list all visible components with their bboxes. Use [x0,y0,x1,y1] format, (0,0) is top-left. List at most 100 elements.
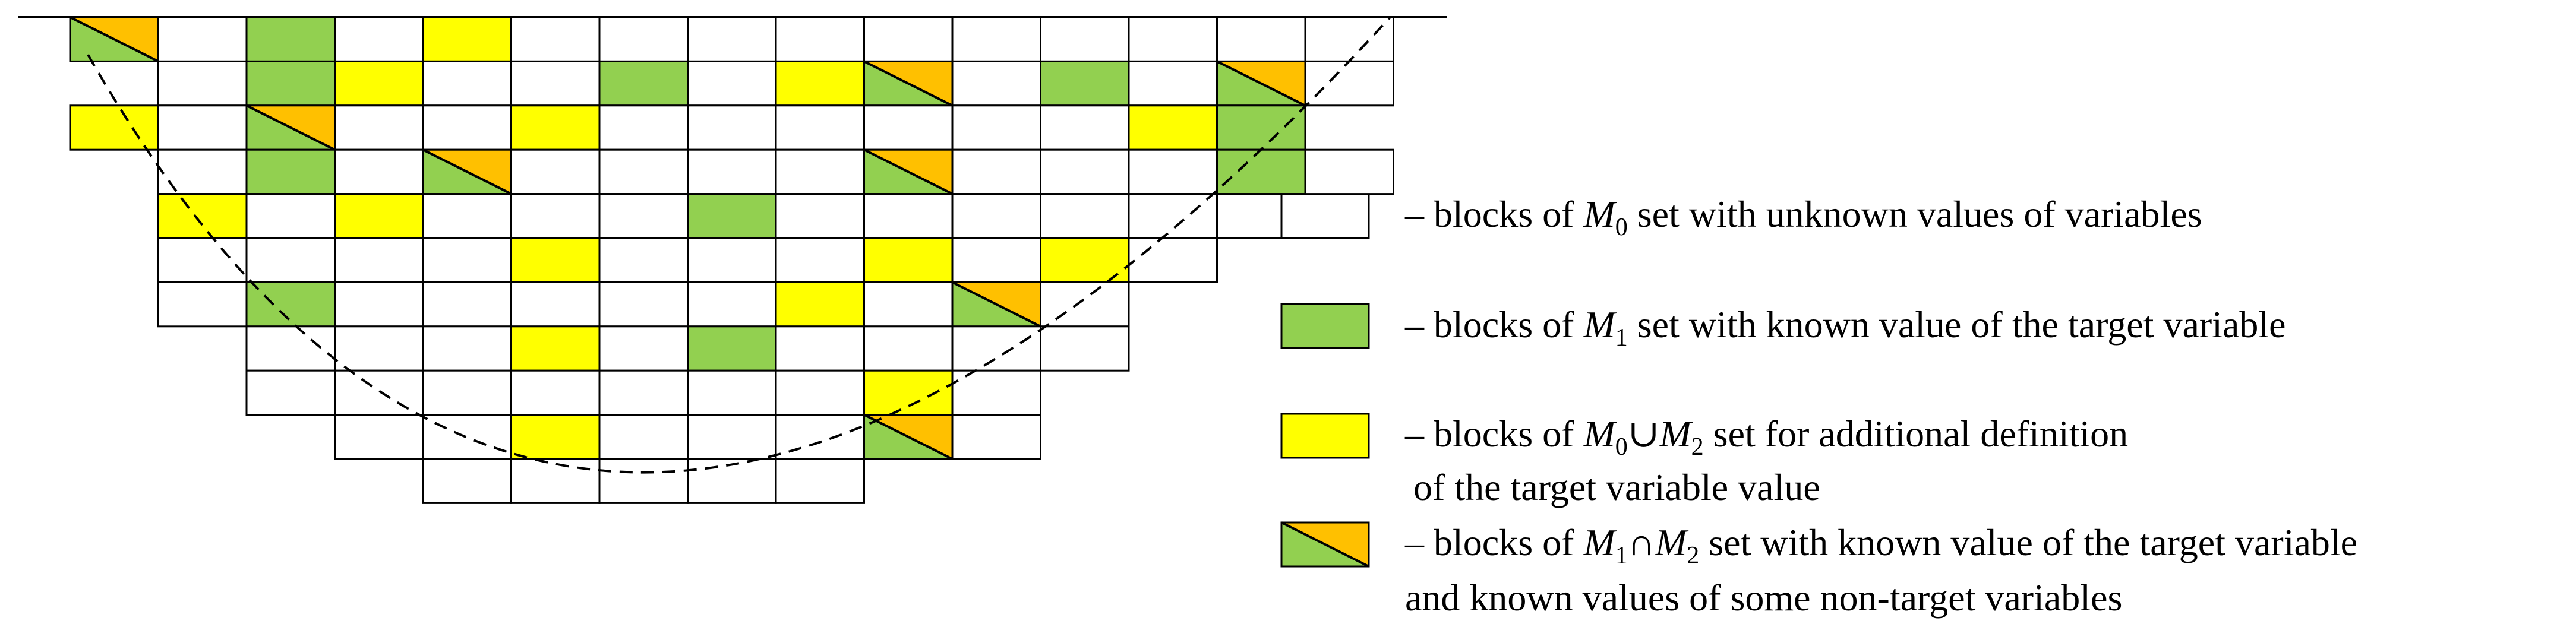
grid-block-r5-c8-rect [775,237,865,283]
grid-block-r0-c7-rect [687,16,777,62]
grid-block-r0-c14 [1304,16,1394,62]
grid-block-r5-c8 [775,237,865,283]
legend-swatch-known_target-rect [1280,303,1370,349]
grid-block-r6-c7 [687,281,777,328]
grid-block-r4-c5 [510,193,601,239]
grid-block-r2-c5 [510,104,601,151]
grid-block-r2-c11 [1040,104,1130,151]
grid-block-r2-c2 [245,104,336,151]
grid-block-r9-c4 [422,414,512,460]
grid-block-r3-c11 [1040,148,1130,195]
legend-label-additional-part-3: ∪ [1628,413,1660,455]
grid-block-r7-c5-rect [510,325,601,372]
grid-block-r1-c3 [334,60,424,107]
grid-block-r6-c3-rect [334,281,424,328]
grid-block-r3-c1-rect [157,148,248,195]
grid-block-r5-c9-rect [863,237,954,283]
grid-block-r5-c2 [245,237,336,283]
grid-block-r6-c4-rect [422,281,512,328]
grid-block-r1-c14 [1304,60,1394,107]
grid-block-r0-c12-rect [1128,16,1218,62]
grid-block-r2-c2-diagonal [246,104,336,151]
grid-block-r8-c7 [687,369,777,416]
legend-label-mixed-part-2: 1 [1615,542,1628,569]
grid-block-r8-c6-rect [598,369,689,416]
grid-block-r1-c9-diagonal [863,60,953,107]
grid-block-r5-c12-rect [1128,237,1218,283]
grid-block-r4-c10 [951,193,1041,239]
grid-block-r9-c3-rect [334,414,424,460]
grid-block-r1-c4 [422,60,512,107]
grid-block-r1-c9 [863,60,954,107]
grid-block-r9-c9-diagonal [863,413,953,460]
grid-block-r3-c9-diagonal [863,148,953,195]
grid-block-r0-c2-rect [245,16,336,62]
grid-block-r3-c3-rect [334,148,424,195]
grid-block-r10-c5-rect [510,458,601,504]
grid-block-r6-c8-rect [775,281,865,328]
grid-block-r5-c4 [422,237,512,283]
grid-block-r8-c2 [245,369,336,416]
legend-label-mixed-part-1: M [1583,521,1617,563]
legend-swatch-additional-rect [1280,413,1370,459]
grid-block-r3-c2-rect [245,148,336,195]
grid-block-r2-c10 [951,104,1041,151]
grid-block-r0-c1 [157,16,248,62]
legend-swatch-known_target [1280,303,1370,349]
grid-block-r6-c11 [1040,281,1130,328]
grid-block-r9-c7 [687,414,777,460]
grid-block-r5-c6-rect [598,237,689,283]
grid-block-r3-c4-diagonal [422,148,512,195]
grid-block-r6-c1 [157,281,248,328]
grid-block-r4-c2 [245,193,336,239]
grid-block-r0-c8 [775,16,865,62]
grid-block-r9-c9 [863,413,954,460]
grid-block-r0-c6-rect [598,16,689,62]
legend-label-mixed-part-0: – blocks of [1404,521,1583,563]
grid-block-r7-c11 [1040,325,1130,372]
grid-block-r9-c8-rect [775,414,865,460]
grid-block-r1-c11-rect [1040,60,1130,107]
grid-block-r8-c5 [510,369,601,416]
grid-block-r0-c3-rect [334,16,424,62]
grid-block-r7-c7 [687,325,777,372]
grid-block-r3-c7 [687,148,777,195]
grid-block-r5-c9 [863,237,954,283]
grid-block-r3-c4 [422,148,512,195]
grid-block-r1-c4-rect [422,60,512,107]
grid-block-r8-c4 [422,369,512,416]
grid-block-r4-c9-rect [863,193,954,239]
grid-block-r9-c6 [598,414,689,460]
grid-block-r7-c4 [422,325,512,372]
grid-block-r8-c3-rect [334,369,424,416]
grid-block-r6-c5 [510,281,601,328]
grid-block-r5-c6 [598,237,689,283]
grid-block-r0-c5-rect [510,16,601,62]
grid-block-r6-c10 [951,281,1041,328]
grid-block-r2-c12 [1128,104,1218,151]
grid-block-r1-c6-rect [598,60,689,107]
grid-block-r1-c13 [1216,60,1306,107]
grid-block-r3-c6 [598,148,689,195]
grid-block-r9-c7-rect [687,414,777,460]
grid-block-r2-c4 [422,104,512,151]
grid-block-r4-c6-rect [598,193,689,239]
grid-block-r0-c8-rect [775,16,865,62]
legend-label-additional-part-4: M [1659,413,1693,455]
grid-block-r1-c13-diagonal [1216,60,1306,107]
grid-block-r4-c3 [334,193,424,239]
grid-block-r5-c7-rect [687,237,777,283]
legend-label-unknown-part-2: 0 [1615,214,1628,241]
grid-block-r7-c6 [598,325,689,372]
grid-block-r1-c7 [687,60,777,107]
grid-block-r3-c14-rect [1304,148,1394,195]
grid-block-r6-c9 [863,281,954,328]
grid-block-r4-c2-rect [245,193,336,239]
grid-block-r6-c10-diagonal [952,281,1041,328]
grid-block-r0-c2 [245,16,336,62]
legend-label-additional-part-6: set for additional definition [1704,413,2129,455]
grid-block-r3-c11-rect [1040,148,1130,195]
grid-block-r5-c3 [334,237,424,283]
grid-block-r0-c0-diagonal [70,16,159,63]
